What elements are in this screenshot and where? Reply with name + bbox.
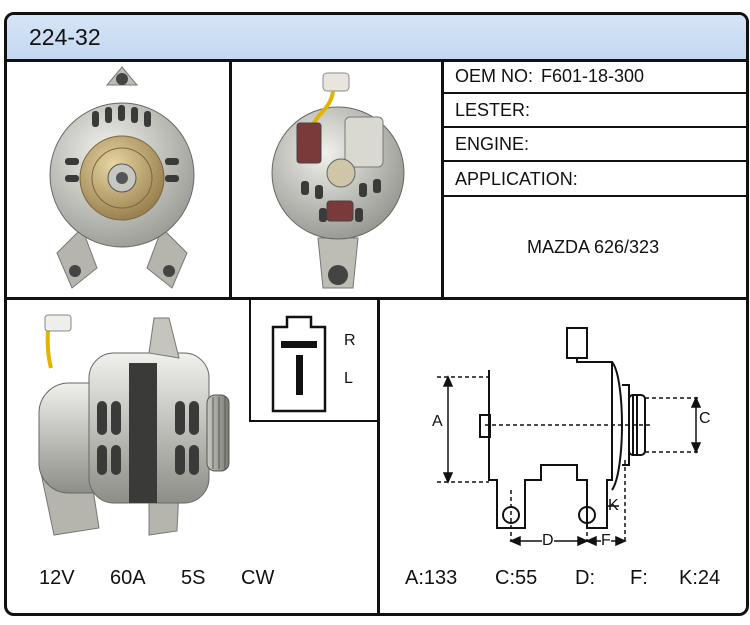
connector-box-left bbox=[249, 300, 251, 422]
divider-info-4 bbox=[441, 195, 746, 197]
application-label: APPLICATION: bbox=[455, 169, 578, 189]
lester-label: LESTER: bbox=[455, 100, 531, 120]
oem-label: OEM NO: bbox=[455, 66, 534, 86]
alternator-rear-photo bbox=[271, 72, 405, 289]
dimension-a-value: A:133 bbox=[405, 567, 458, 589]
connector-box-bottom bbox=[249, 420, 379, 422]
connector-pin-r: R bbox=[344, 332, 356, 349]
dimension-d-value: D: bbox=[575, 567, 595, 589]
divider-info-2 bbox=[441, 126, 746, 128]
divider-vertical-bottom bbox=[377, 300, 380, 613]
engine-label: ENGINE: bbox=[455, 134, 530, 154]
spec-sheet: 224-32 OEM NO: F601-18-300 LESTER: ENGIN… bbox=[4, 12, 749, 616]
dimension-f-value: F: bbox=[630, 567, 648, 589]
divider-info-1 bbox=[441, 92, 746, 94]
dimension-label-k: K bbox=[608, 497, 619, 514]
connector-diagram bbox=[271, 315, 327, 413]
amperage-value: 60A bbox=[110, 567, 146, 589]
part-number-title: 224-32 bbox=[29, 24, 101, 50]
oem-value: F601-18-300 bbox=[541, 66, 645, 86]
divider-info-3 bbox=[441, 160, 746, 162]
alternator-side-photo bbox=[38, 314, 230, 536]
header-bar: 224-32 bbox=[7, 15, 746, 62]
dimension-label-d: D bbox=[542, 532, 554, 550]
divider-vertical-1 bbox=[229, 59, 232, 297]
divider-horizontal-main bbox=[7, 297, 746, 300]
dimension-c-value: C:55 bbox=[495, 567, 538, 589]
connector-pin-l: L bbox=[344, 370, 353, 387]
pulley-value: 5S bbox=[181, 567, 206, 589]
application-value: MAZDA 626/323 bbox=[527, 237, 660, 257]
dimension-label-a: A bbox=[432, 413, 443, 431]
dimension-label-c: C bbox=[699, 410, 711, 427]
dimension-drawing bbox=[437, 327, 702, 547]
rotation-value: CW bbox=[241, 567, 275, 589]
dimension-k-value: K:24 bbox=[679, 567, 721, 589]
dimension-label-f: F bbox=[601, 532, 611, 550]
voltage-value: 12V bbox=[39, 567, 75, 589]
divider-vertical-2 bbox=[441, 59, 444, 297]
alternator-front-photo bbox=[49, 66, 195, 289]
